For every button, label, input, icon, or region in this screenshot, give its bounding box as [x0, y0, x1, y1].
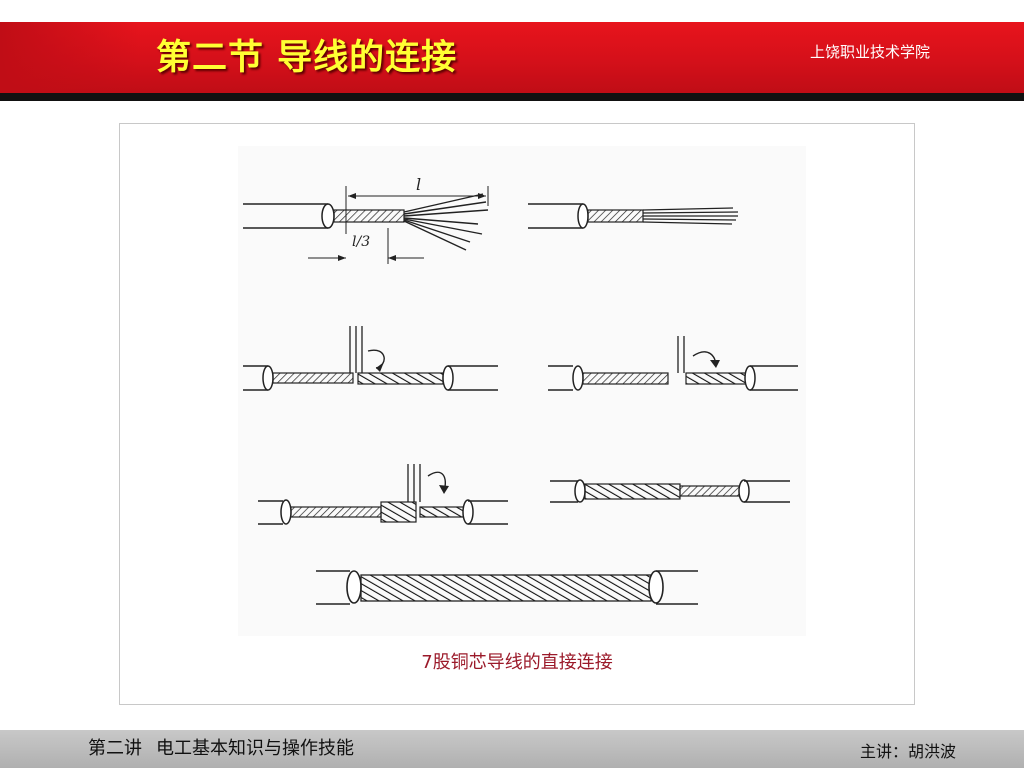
school-name: 上饶职业技术学院	[810, 43, 931, 61]
dim-length-label: l	[416, 175, 421, 194]
step-4-second-side-winding	[548, 336, 798, 391]
lecturer-name: 主讲：胡洪波	[860, 742, 957, 761]
step-1-fanned-strands: l l/3	[243, 175, 489, 264]
step-6-half-splice	[550, 479, 790, 503]
header-rule	[0, 93, 1024, 101]
footer-course: 第二讲电工基本知识与操作技能	[88, 736, 354, 762]
lecture-number: 第二讲	[88, 738, 142, 759]
figure-frame: l l/3	[119, 123, 915, 705]
step-2-straightened-strands	[528, 203, 739, 229]
step-5-continued-winding	[258, 464, 508, 525]
slide-footer: 第二讲电工基本知识与操作技能 主讲：胡洪波	[0, 730, 1024, 768]
dim-third-label: l/3	[352, 234, 370, 250]
step-3-crossed-winding	[243, 326, 498, 391]
step-7-completed-splice	[316, 570, 698, 605]
figure-caption: 7股铜芯导线的直接连接	[421, 652, 613, 673]
slide-header	[0, 0, 1024, 95]
header-fade	[0, 22, 140, 95]
slide-title: 第二节 导线的连接	[156, 38, 458, 78]
course-title: 电工基本知识与操作技能	[156, 738, 354, 759]
wire-splice-diagram: l l/3	[238, 146, 806, 636]
